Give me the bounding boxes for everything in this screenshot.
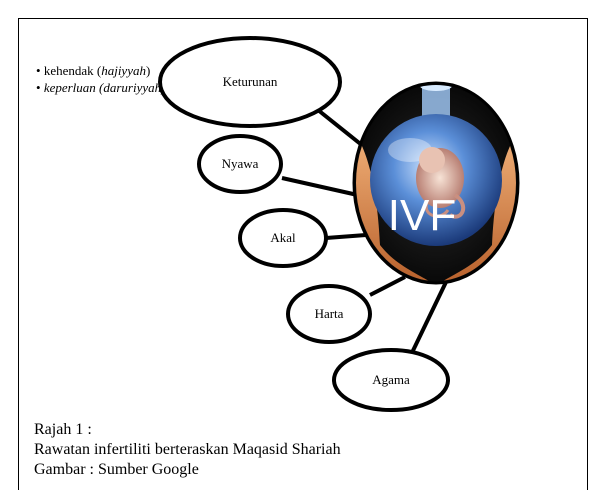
node-agama-label: Agama	[372, 372, 410, 387]
ivf-image: IVF	[352, 81, 520, 285]
ivf-label: IVF	[388, 191, 456, 240]
bullet-list: • kehendak (hajiyyah) • keperluan (darur…	[36, 62, 165, 96]
embryo-icon	[416, 147, 466, 219]
node-akal-label: Akal	[270, 230, 296, 245]
figure-frame	[18, 18, 588, 490]
node-harta-label: Harta	[315, 306, 344, 321]
node-agama: Agama	[332, 348, 450, 412]
caption-line-3: Gambar : Sumber Google	[34, 461, 199, 478]
node-keturunan-label: Keturunan	[223, 74, 278, 89]
caption-line-2: Rawatan infertiliti berteraskan Maqasid …	[34, 441, 341, 458]
connector-nyawa	[281, 176, 363, 198]
connector-harta	[369, 275, 406, 297]
bullet-item-daruriyyah: • keperluan (daruriyyah)	[36, 80, 166, 95]
node-harta: Harta	[286, 284, 372, 344]
figure-caption: Rajah 1 : Rawatan infertiliti berteraska…	[34, 420, 341, 480]
caption-line-1: Rajah 1 :	[34, 421, 92, 438]
node-akal: Akal	[238, 208, 328, 268]
node-nyawa-label: Nyawa	[222, 156, 259, 171]
connector-akal	[325, 233, 367, 240]
node-keturunan: Keturunan	[158, 36, 342, 128]
connector-agama	[406, 279, 449, 362]
node-nyawa: Nyawa	[197, 134, 283, 194]
bullet-item-hajiyyah: • kehendak (hajiyyah)	[36, 63, 151, 78]
